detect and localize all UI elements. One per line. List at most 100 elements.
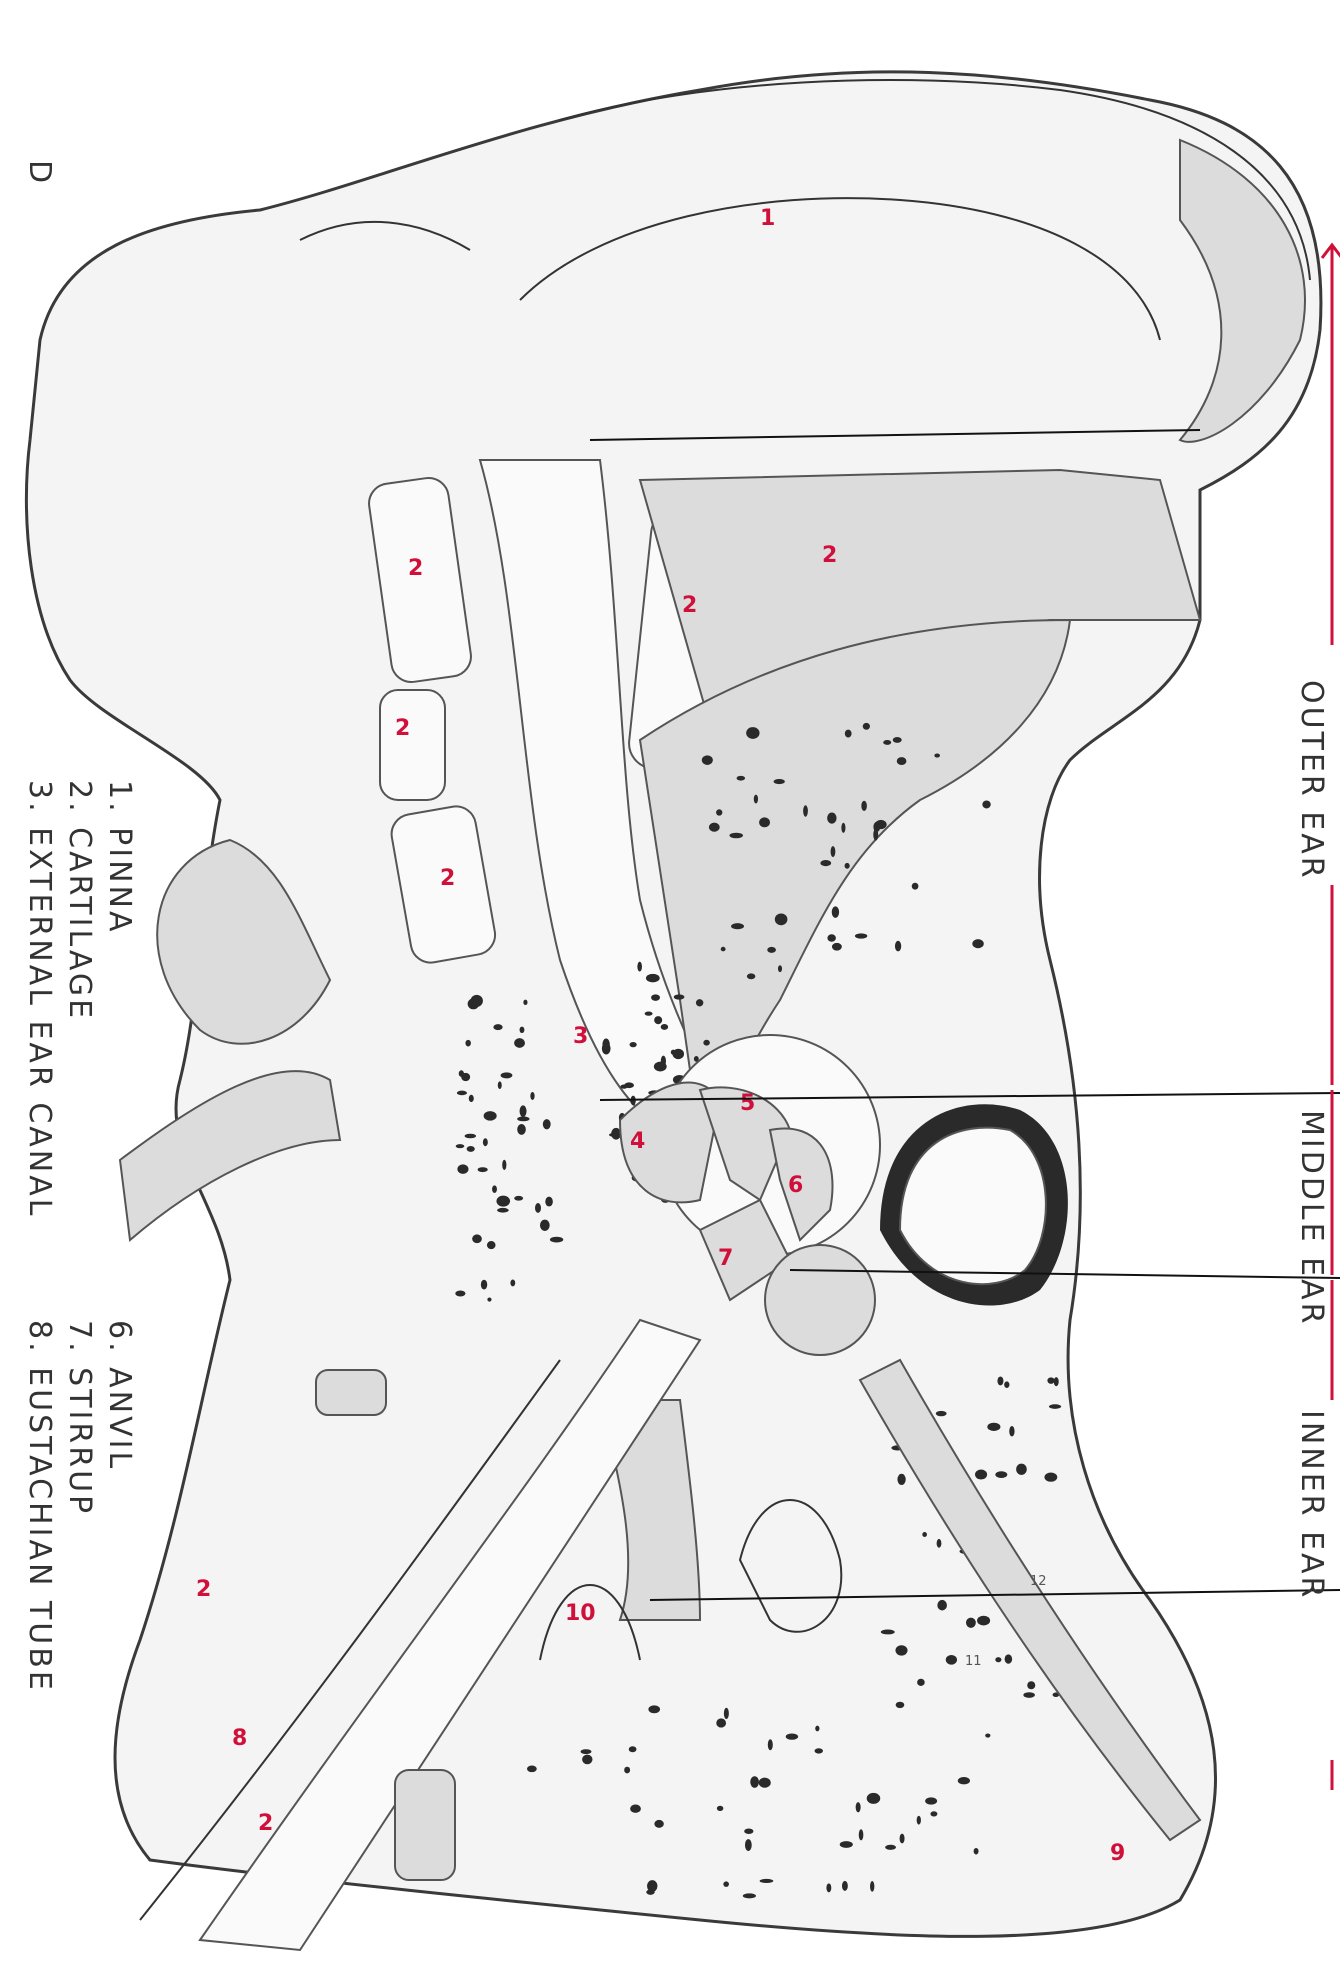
legend-item: 3. EXTERNAL EAR CANAL — [22, 780, 57, 1218]
bone-pore — [651, 994, 660, 1000]
label-2: 2 — [196, 1577, 211, 1602]
bone-pore — [731, 923, 744, 929]
bone-pore — [523, 1000, 527, 1005]
bone-pore — [815, 1726, 819, 1732]
bone-pore — [881, 1630, 895, 1635]
bone-pore — [977, 1616, 990, 1626]
bone-pore — [827, 934, 836, 942]
bone-pore — [487, 1241, 496, 1249]
bone-pore — [472, 1234, 482, 1243]
bone-pore — [759, 817, 770, 827]
bone-pore — [514, 1038, 525, 1048]
bone-pore — [997, 1376, 1003, 1385]
bone-pore — [487, 1297, 491, 1301]
bone-pore — [457, 1164, 468, 1174]
cartilage-plate — [380, 690, 445, 800]
label-11: 11 — [965, 1654, 982, 1669]
bone-pore — [674, 994, 685, 999]
bone-pore — [717, 1806, 723, 1811]
bone-pore — [582, 1755, 592, 1765]
bone-pore — [750, 1776, 759, 1788]
bone-pore — [746, 727, 759, 739]
middle-ear-label: MIDDLE EAR — [1294, 1110, 1329, 1326]
bone-pore — [883, 740, 891, 745]
bone-pore — [982, 801, 990, 809]
bone-pore — [895, 941, 901, 952]
label-2: 2 — [682, 593, 697, 618]
bone-pore — [985, 1733, 990, 1737]
bone-pore — [498, 1081, 502, 1089]
bone-pore — [774, 779, 785, 784]
bone-pore — [775, 913, 788, 925]
bone-pore — [1005, 1654, 1013, 1663]
bone-pore — [974, 1848, 979, 1855]
bone-pore — [630, 1042, 637, 1047]
legend-item: 1. PINNA — [102, 780, 137, 935]
bone-pore — [527, 1765, 537, 1772]
bone-pore — [937, 1600, 947, 1611]
bone-pore — [696, 999, 703, 1006]
bone-pore — [917, 1679, 925, 1686]
label-8: 8 — [232, 1726, 247, 1751]
bone-pore — [1049, 1404, 1061, 1409]
bone-pore — [510, 1280, 515, 1287]
bone-pore — [917, 1816, 921, 1825]
bone-pore — [530, 1092, 534, 1100]
bone-pore — [885, 1845, 896, 1850]
bone-pore — [995, 1471, 1007, 1478]
bone-pore — [895, 1645, 907, 1655]
bone-pore — [925, 1797, 937, 1804]
bone-pore — [540, 1220, 550, 1231]
bone-pore — [581, 1749, 592, 1754]
bone-pore — [856, 1802, 861, 1812]
label-3: 3 — [573, 1024, 588, 1049]
bone-pore — [1044, 1472, 1057, 1481]
bone-pore — [514, 1196, 523, 1201]
outer-ear-label: OUTER EAR — [1294, 680, 1329, 881]
bone-pore — [496, 1196, 510, 1207]
bone-pore — [723, 1881, 729, 1886]
bone-pore — [550, 1237, 563, 1243]
bone-pore — [461, 1073, 470, 1081]
label-2: 2 — [822, 543, 837, 568]
label-9: 9 — [1110, 1841, 1125, 1866]
bone-pore — [517, 1124, 526, 1135]
bone-pore — [987, 1423, 1000, 1431]
bone-pore — [716, 1718, 726, 1727]
bone-pore — [1016, 1464, 1027, 1475]
bone-pore — [481, 1280, 487, 1290]
bone-pore — [863, 723, 870, 730]
bone-pore — [646, 974, 660, 982]
bone-pore — [754, 795, 758, 804]
bone-pore — [745, 1839, 752, 1851]
bone-pore — [661, 1024, 668, 1030]
bone-pore — [897, 1474, 905, 1485]
bone-pore — [497, 1208, 509, 1213]
label-4: 4 — [630, 1129, 645, 1154]
bone-pore — [637, 962, 642, 972]
bone-pore — [778, 965, 782, 972]
legend-item: 6. ANVIL — [102, 1320, 137, 1471]
bone-pore — [934, 754, 940, 758]
bone-pore — [467, 1146, 475, 1152]
bone-pore — [827, 812, 836, 823]
bone-pore — [457, 1091, 467, 1096]
bone-pore — [624, 1082, 634, 1088]
bone-pore — [535, 1203, 541, 1213]
bone-pore — [748, 728, 753, 732]
bone-pore — [648, 1705, 660, 1713]
bone-pore — [826, 1883, 831, 1892]
bone-pore — [832, 906, 839, 917]
bone-pore — [958, 1777, 970, 1784]
label-5: 5 — [740, 1091, 755, 1116]
bone-pore — [845, 730, 852, 738]
bone-pore — [1009, 1426, 1014, 1437]
bone-pore — [831, 846, 836, 857]
corner-letter: D — [22, 160, 57, 186]
bone-pore — [602, 1039, 609, 1051]
bone-pore — [900, 1834, 905, 1844]
bone-pore — [744, 1828, 753, 1833]
bone-pore — [930, 1811, 937, 1816]
bone-pore — [493, 1024, 502, 1030]
bone-pore — [654, 1820, 663, 1828]
